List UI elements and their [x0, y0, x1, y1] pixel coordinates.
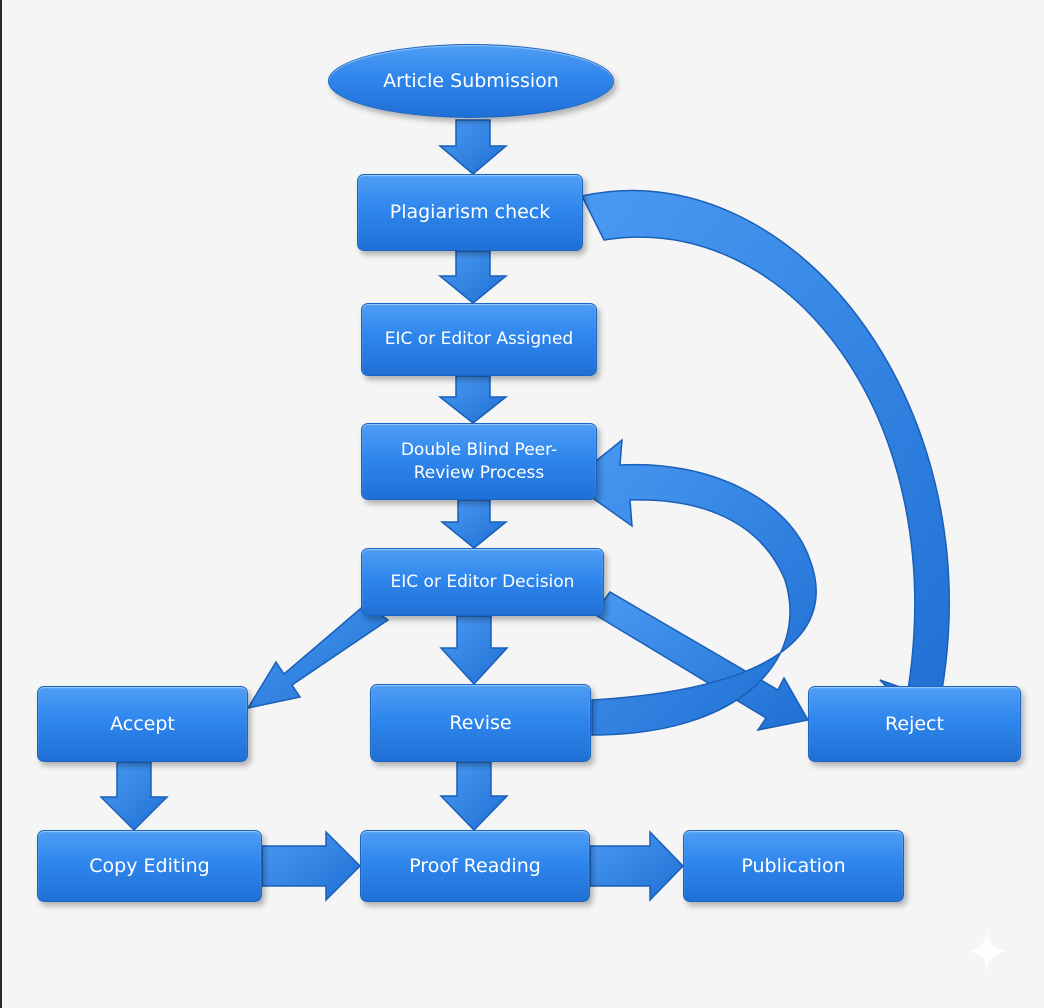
arrow-assigned-to-review: [437, 375, 509, 424]
sparkle-icon: [966, 930, 1008, 972]
publication-node[interactable]: Publication: [683, 830, 904, 902]
arrow-revise-to-proofreading: [439, 761, 509, 832]
arrow-proofreading-to-publication: [589, 830, 685, 902]
arrow-decision-to-accept: [246, 603, 390, 710]
article-submission-label: Article Submission: [383, 69, 559, 92]
reject-node[interactable]: Reject: [808, 686, 1021, 762]
eic-decision-label: EIC or Editor Decision: [390, 571, 575, 592]
proof-reading-label: Proof Reading: [409, 854, 541, 877]
peer-review-node[interactable]: Double Blind Peer-Review Process: [361, 423, 597, 500]
arrow-submission-to-plagiarism: [437, 119, 509, 175]
arrow-review-to-decision: [439, 499, 509, 549]
copy-editing-label: Copy Editing: [89, 854, 210, 877]
publication-label: Publication: [741, 854, 846, 877]
arrow-copyediting-to-proofreading: [261, 830, 362, 902]
peer-review-label: Double Blind Peer-Review Process: [400, 439, 558, 483]
revise-node[interactable]: Revise: [370, 684, 591, 762]
arrow-decision-to-revise: [439, 615, 509, 686]
revise-label: Revise: [449, 711, 512, 734]
arrow-plagiarism-to-assigned: [437, 250, 509, 304]
accept-node[interactable]: Accept: [37, 686, 248, 762]
plagiarism-check-node[interactable]: Plagiarism check: [357, 174, 583, 251]
copy-editing-node[interactable]: Copy Editing: [37, 830, 262, 902]
proof-reading-node[interactable]: Proof Reading: [360, 830, 590, 902]
eic-assigned-node[interactable]: EIC or Editor Assigned: [361, 303, 597, 376]
article-submission-node[interactable]: Article Submission: [328, 44, 614, 118]
arrow-decision-to-reject: [592, 591, 810, 732]
eic-decision-node[interactable]: EIC or Editor Decision: [361, 548, 604, 616]
left-edge-strip: [0, 0, 2, 1008]
eic-assigned-label: EIC or Editor Assigned: [384, 329, 574, 349]
arrow-accept-to-copyediting: [99, 761, 169, 832]
accept-label: Accept: [110, 712, 175, 735]
plagiarism-check-label: Plagiarism check: [389, 201, 551, 223]
reject-label: Reject: [885, 712, 944, 735]
